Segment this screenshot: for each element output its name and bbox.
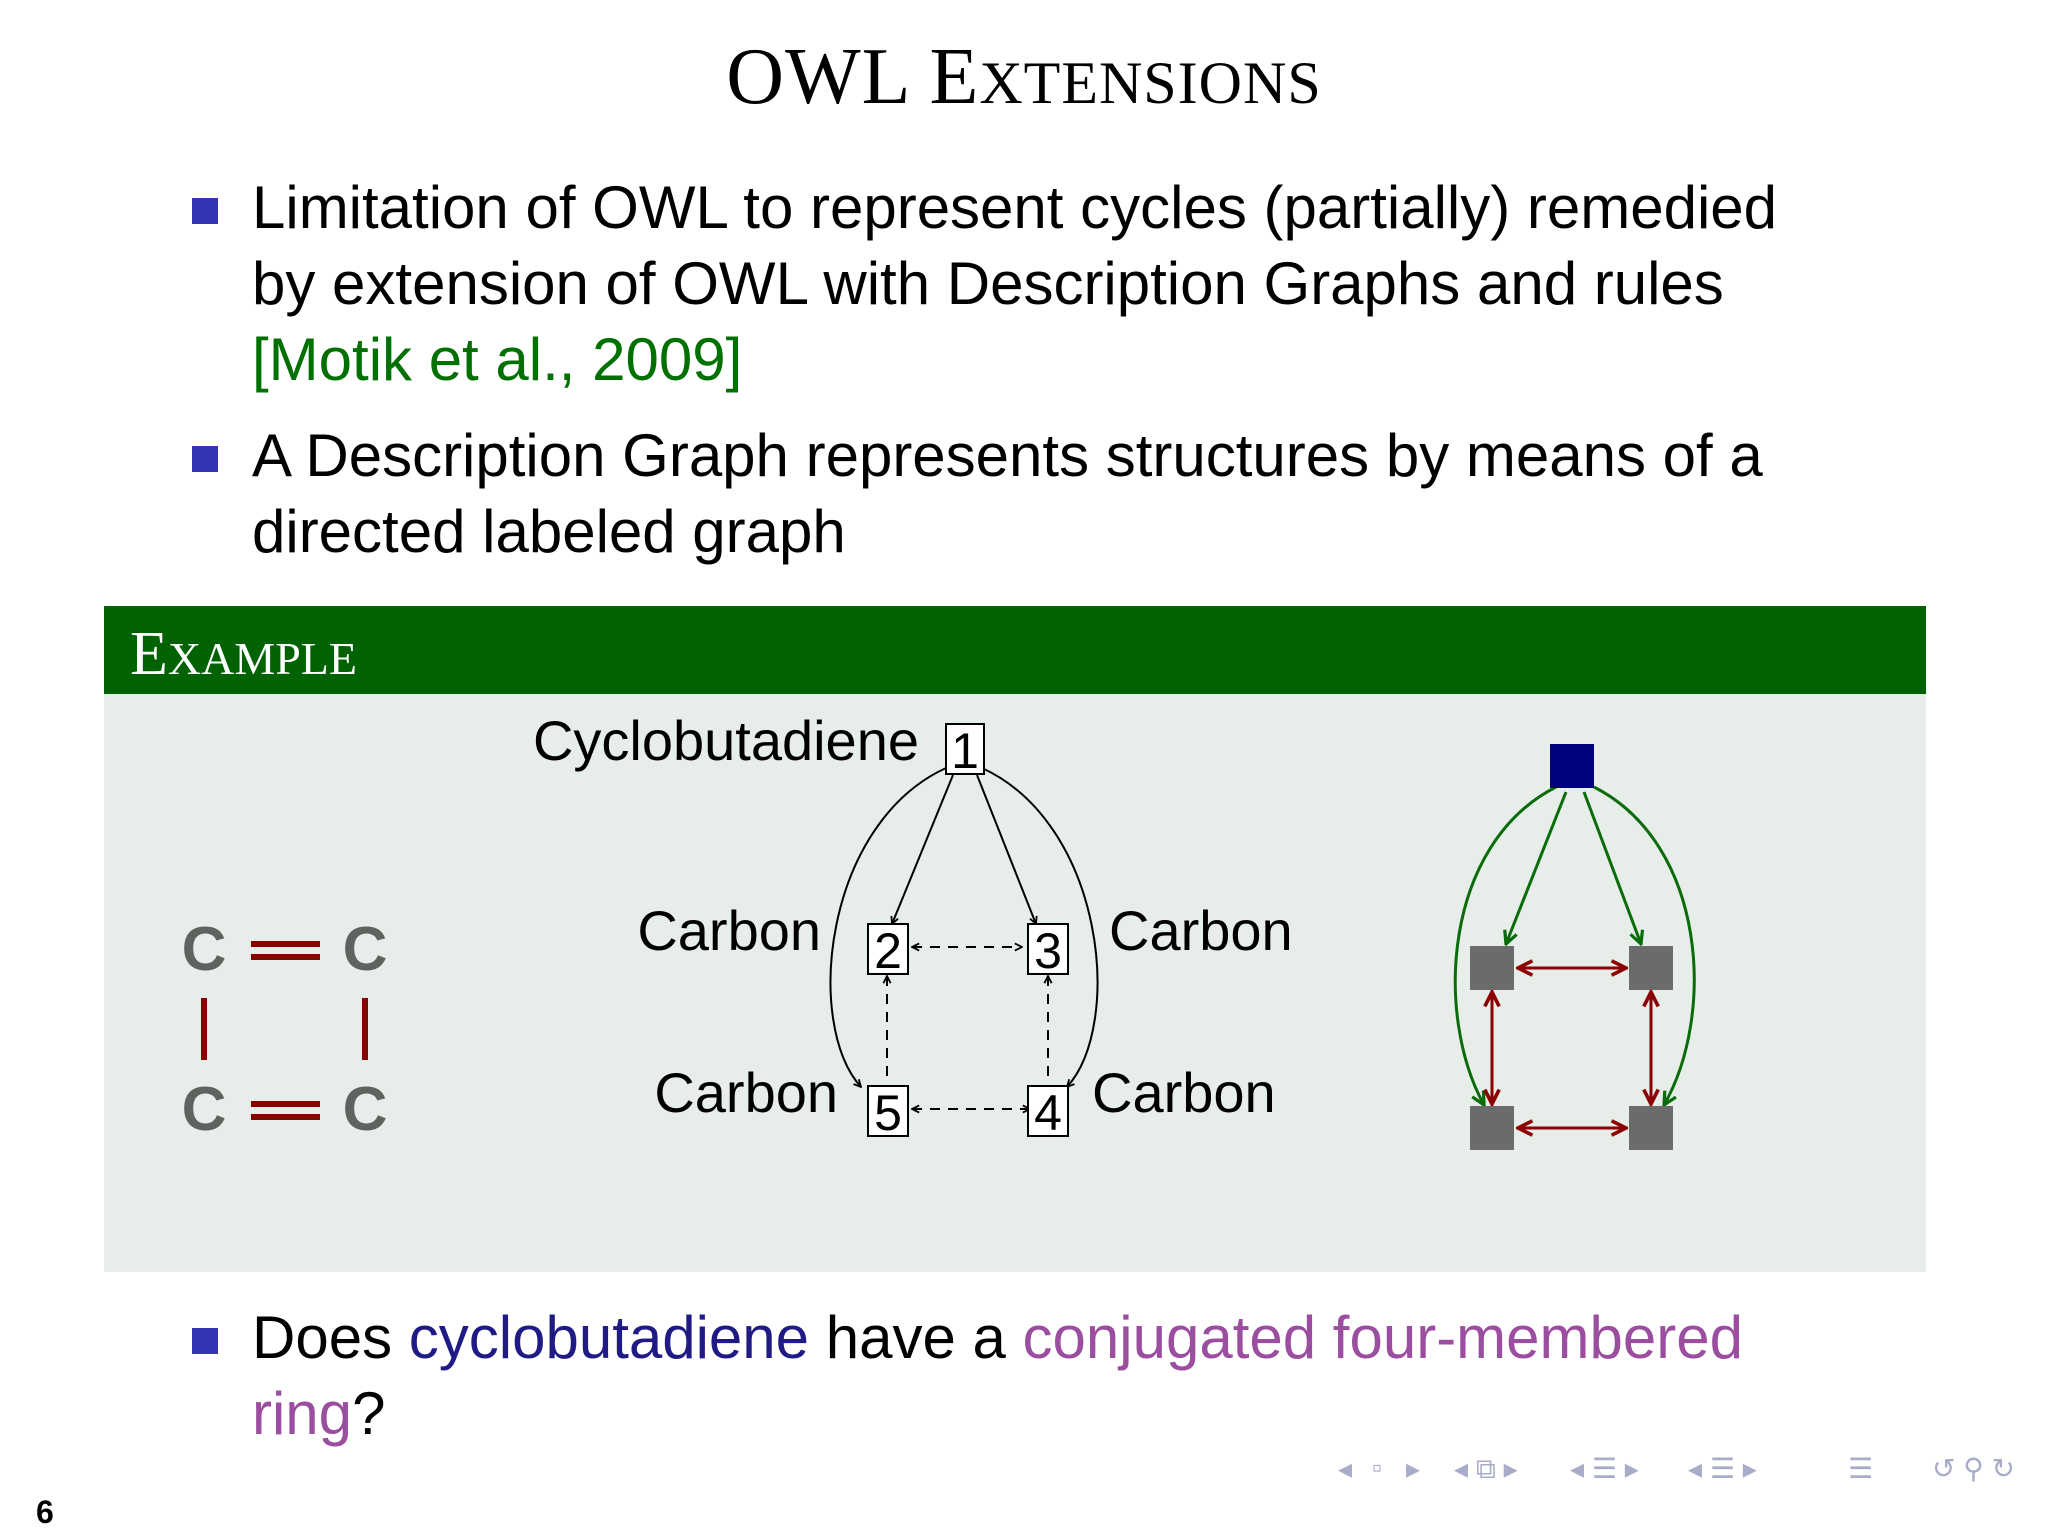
beamer-navigation: ◂ ▫ ▸ ◂ ⧉ ▸ ◂ ☰ ▸ ◂ ☰ ▸ ☰ ↺ ⚲ ↻: [1338, 1452, 2038, 1492]
atom-c-bottom-right: C: [343, 1075, 388, 1144]
green-curve-right: [1593, 785, 1696, 1105]
example-block-header: Example: [104, 606, 1926, 694]
node-4: 4: [1027, 1085, 1069, 1141]
page-number: 6: [36, 1494, 54, 1530]
root-square: [1550, 744, 1594, 788]
node-5: 5: [867, 1085, 909, 1141]
atom-c-top-left: C: [182, 915, 227, 984]
square-bottom-right: [1629, 1106, 1673, 1150]
subsection-icon[interactable]: ◂ ☰ ▸: [1570, 1453, 1639, 1484]
green-edge-left: [1506, 791, 1568, 944]
carbon-label-2: Carbon: [637, 899, 821, 962]
atom-c-top-right: C: [343, 915, 388, 984]
term-cyclobutadiene: cyclobutadiene: [408, 1304, 810, 1371]
slide-title-first: OWL E: [726, 33, 980, 121]
citation-link[interactable]: [Motik et al., 2009]: [252, 326, 743, 393]
description-graph: Cyclobutadiene Carbon Carbon Carbon Carb…: [533, 709, 1293, 1141]
square-bottom-left: [1470, 1106, 1514, 1150]
edge-1-2: [892, 774, 954, 924]
node-2: 2: [867, 923, 909, 979]
question-pre: Does: [252, 1304, 409, 1371]
question-text: Does cyclobutadiene have a conjugated fo…: [252, 1300, 1872, 1452]
node-1-label: 1: [951, 723, 979, 779]
abstract-graph: [1453, 744, 1696, 1150]
square-top-right: [1629, 946, 1673, 990]
bullet-3: Does cyclobutadiene have a conjugated fo…: [192, 1300, 1872, 1460]
example-block-body: C C C C Cyclobutadiene Carbon Carbon Car…: [104, 694, 1926, 1272]
green-curve-left: [1453, 785, 1557, 1105]
bullet-2-text: A Description Graph represents structure…: [252, 418, 1872, 570]
search-icon[interactable]: ↺ ⚲ ↻: [1932, 1453, 2015, 1484]
node-3-label: 3: [1034, 923, 1062, 979]
green-edge-right: [1582, 791, 1641, 944]
list-icon[interactable]: ☰: [1848, 1453, 1874, 1484]
term-conjugated-line2: ring: [252, 1380, 353, 1447]
example-header-rest: xample: [167, 633, 357, 684]
carbon-label-5: Carbon: [654, 1061, 838, 1124]
bullet-2-line1: A Description Graph represents structure…: [252, 422, 1763, 489]
bullet-square-icon: [192, 446, 218, 472]
node-5-label: 5: [874, 1085, 902, 1141]
edge-1-4: [981, 767, 1099, 1087]
bullet-1-text: Limitation of OWL to represent cycles (p…: [252, 170, 1872, 398]
nav-right-icon[interactable]: ▸: [1406, 1453, 1421, 1484]
molecule: C C C C: [182, 915, 388, 1144]
carbon-label-4: Carbon: [1092, 1061, 1276, 1124]
bullet-1-line1: Limitation of OWL to represent cycles (p…: [252, 174, 1778, 241]
example-header-first: E: [130, 620, 168, 688]
square-top-left: [1470, 946, 1514, 990]
example-diagram: C C C C Cyclobutadiene Carbon Carbon Car…: [182, 709, 1696, 1150]
node-4-label: 4: [1034, 1085, 1062, 1141]
node-2-label: 2: [874, 923, 902, 979]
carbon-label-3: Carbon: [1109, 899, 1293, 962]
bullet-1-line2: by extension of OWL with Description Gra…: [252, 250, 1724, 317]
bullet-square-icon: [192, 198, 218, 224]
node-3: 3: [1027, 923, 1069, 979]
question-mid: have a: [809, 1304, 1023, 1371]
atom-c-bottom-left: C: [182, 1075, 227, 1144]
bonds: [201, 941, 368, 1120]
root-label: Cyclobutadiene: [533, 709, 919, 772]
edge-1-5: [829, 767, 947, 1087]
question-post: ?: [352, 1380, 386, 1447]
nav-left-icon[interactable]: ◂: [1338, 1453, 1353, 1484]
bullet-1: Limitation of OWL to represent cycles (p…: [192, 170, 1872, 410]
slide-title: OWL Extensions: [0, 32, 2048, 123]
outline-icon[interactable]: ◂ ☰ ▸: [1688, 1453, 1757, 1484]
frame-icon[interactable]: ▫: [1372, 1452, 1382, 1483]
bullet-2: A Description Graph represents structure…: [192, 418, 1872, 578]
section-icon[interactable]: ◂ ⧉ ▸: [1454, 1453, 1518, 1484]
bullet-square-icon: [192, 1328, 218, 1354]
slide-title-rest: xtensions: [979, 50, 1322, 116]
node-1: 1: [945, 723, 985, 779]
term-conjugated-line1: conjugated four-membered: [1022, 1304, 1743, 1371]
bullet-2-line2: directed labeled graph: [252, 498, 846, 565]
edge-1-3: [976, 774, 1036, 924]
